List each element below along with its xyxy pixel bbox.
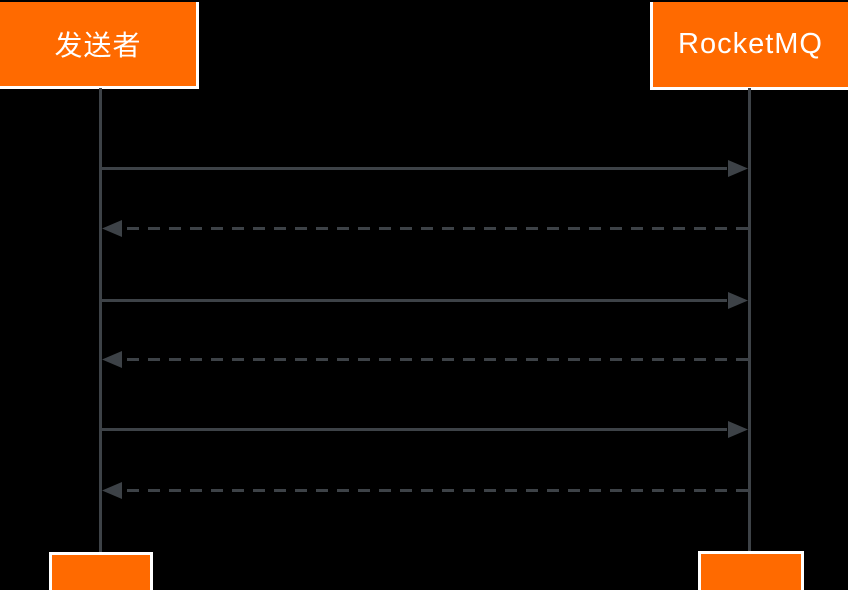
- message-6-arrowhead-icon: [102, 482, 122, 499]
- message-4-arrowhead-icon: [102, 351, 122, 368]
- message-2-arrowhead-icon: [102, 220, 122, 237]
- actor-sender-footer: [49, 552, 153, 590]
- actor-rocketmq-label: RocketMQ: [678, 28, 823, 60]
- message-5-arrowhead-icon: [728, 421, 748, 438]
- actor-sender-label: 发送者: [54, 30, 142, 61]
- message-3-arrowhead-icon: [728, 292, 748, 309]
- actor-rocketmq-footer: [698, 551, 804, 590]
- message-1-arrowhead-icon: [728, 160, 748, 177]
- actor-sender-header: 发送者: [0, 2, 199, 89]
